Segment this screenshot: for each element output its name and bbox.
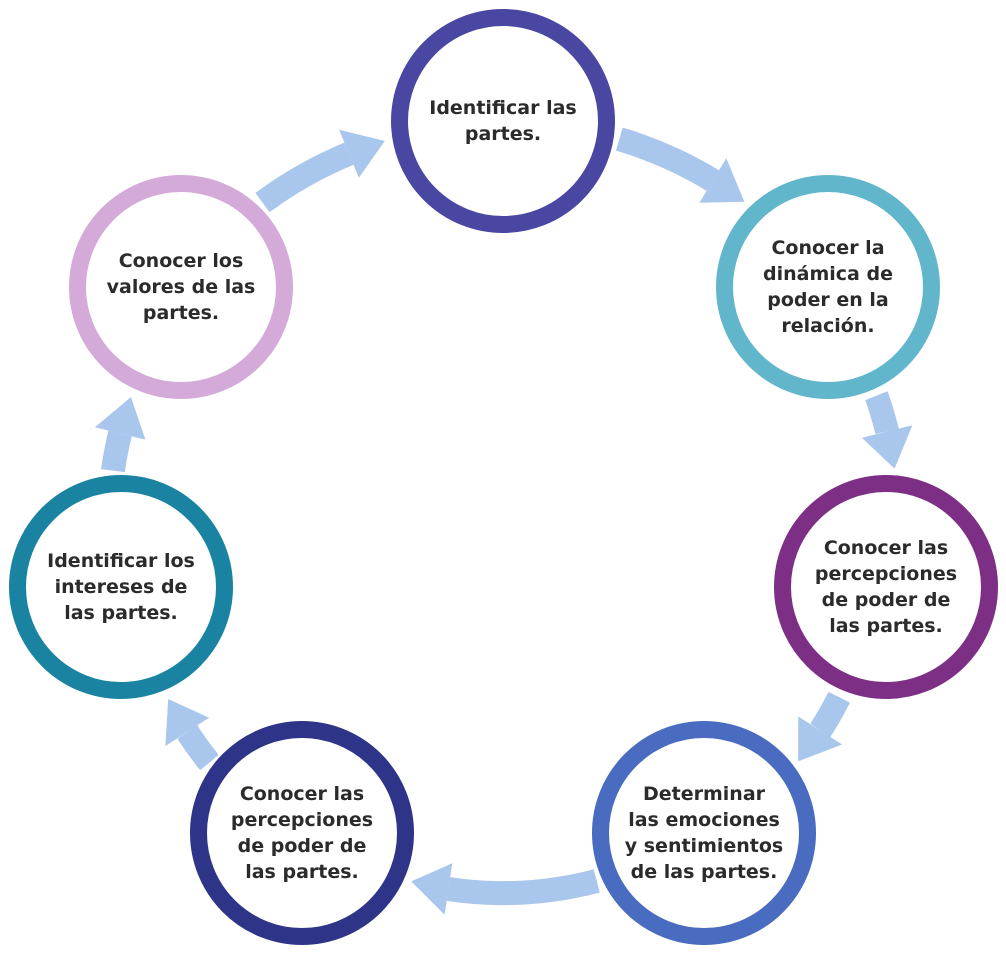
node-label-percepciones-poder-a: Conocer las percepciones de poder de las… bbox=[814, 537, 958, 637]
node-label-intereses-partes: Identificar los intereses de las partes. bbox=[47, 550, 195, 624]
arrow-head-6 bbox=[339, 129, 385, 178]
ring-dinamica-poder bbox=[716, 175, 940, 399]
arrow-shaft-3 bbox=[446, 869, 600, 906]
ring-percepciones-poder-a bbox=[774, 475, 998, 699]
arrow-shaft-2 bbox=[810, 691, 851, 738]
ring-percepciones-poder-b bbox=[190, 721, 414, 945]
node-label-emociones-sentimientos: Determinar las emociones y sentimientos … bbox=[624, 783, 784, 883]
arrow-head-5 bbox=[94, 397, 146, 440]
node-label-dinamica-poder: Conocer la dinámica de poder en la relac… bbox=[763, 237, 893, 337]
arrow-shaft-0 bbox=[615, 127, 720, 191]
arrow-shaft-5 bbox=[100, 430, 132, 473]
arrow-shaft-6 bbox=[255, 142, 354, 213]
node-label-valores-partes: Conocer los valores de las partes. bbox=[106, 250, 256, 324]
node-label-percepciones-poder-b: Conocer las percepciones de poder de las… bbox=[230, 783, 374, 883]
ring-valores-partes bbox=[69, 175, 293, 399]
node-label-identificar-partes: Identificar las partes. bbox=[429, 97, 577, 145]
ring-intereses-partes bbox=[9, 475, 233, 699]
arrow-head-1 bbox=[861, 425, 913, 469]
arrow-head-0 bbox=[699, 158, 745, 203]
arrow-shaft-4 bbox=[177, 725, 219, 771]
ring-emociones-sentimientos bbox=[592, 721, 816, 945]
arrow-shaft-1 bbox=[865, 391, 899, 434]
arrow-head-3 bbox=[411, 863, 453, 915]
ring-identificar-partes bbox=[391, 9, 615, 233]
arrow-head-4 bbox=[165, 699, 210, 746]
arrow-head-2 bbox=[798, 716, 843, 762]
